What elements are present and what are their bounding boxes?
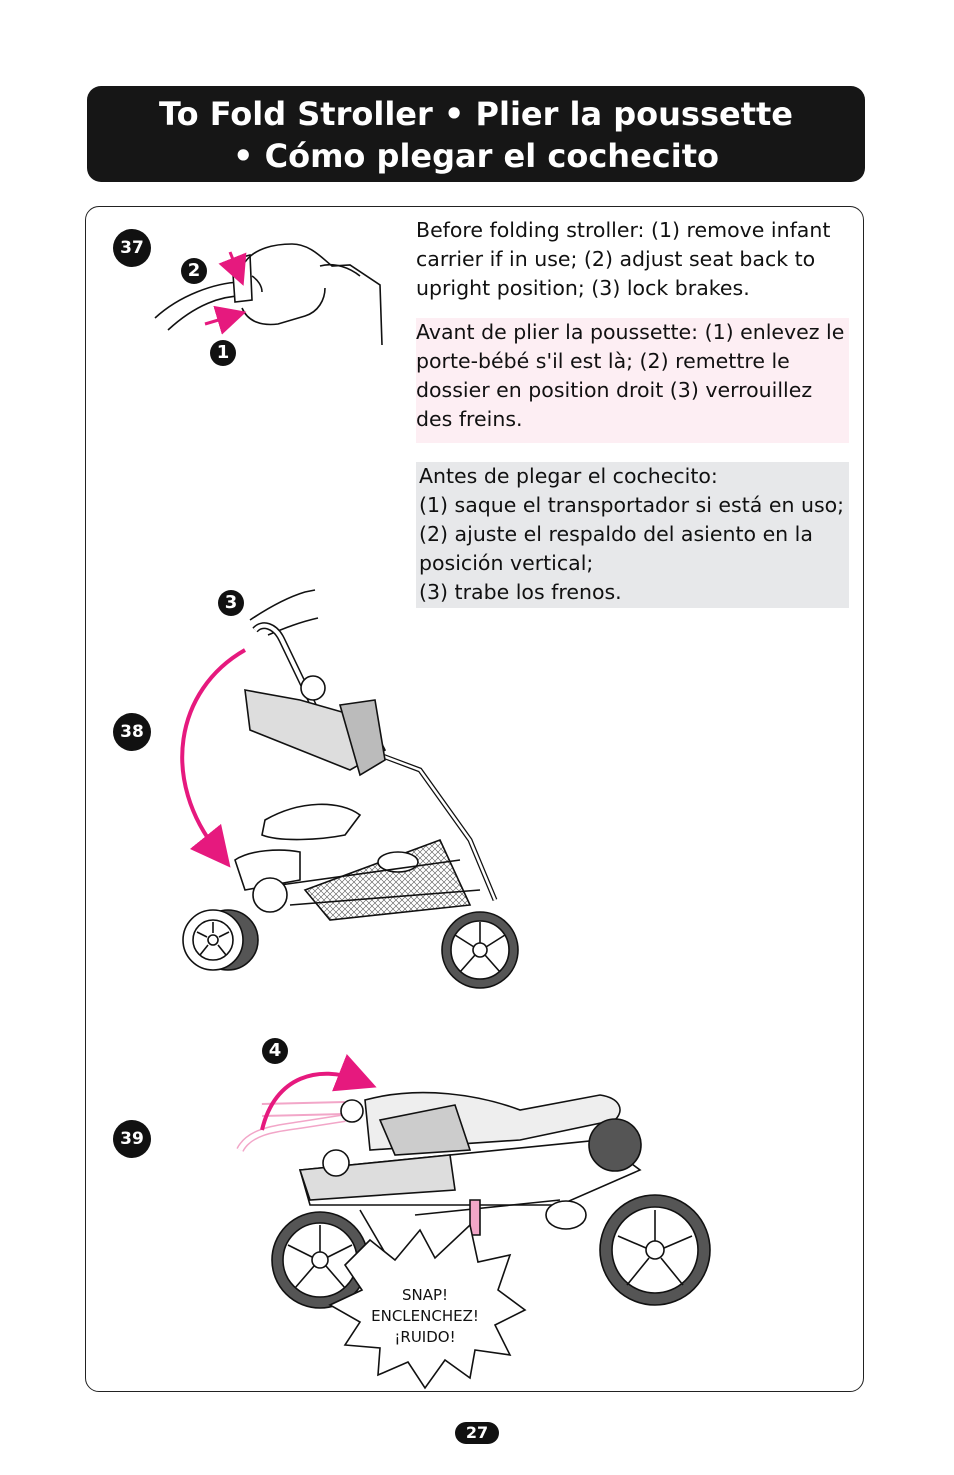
snap-line-1: SNAP! [401,1286,449,1304]
snap-starburst [328,1223,527,1390]
header-title-line1: To Fold Stroller • Plier la poussette [158,95,793,133]
spanish-body: (1) saque el transportador si está en us… [419,493,845,575]
snap-line-3: ¡RUIDO! [394,1328,456,1346]
figure-37-slide-arrow [218,251,247,286]
spanish-end: (3) trabe los frenos. [419,580,622,604]
figure-39-stroller-illustration [236,1091,642,1271]
french-instructions: Avant de plier la poussette: (1) enlevez… [416,318,849,443]
instructions-panel [85,206,864,1392]
page-header: To Fold Stroller • Plier la poussette • … [87,86,865,182]
snap-callout-text: SNAP! ENCLENCHEZ! ¡RUIDO! [345,1285,505,1348]
figure-38-fold-arrow [180,648,246,868]
callout-1: 1 [210,340,236,366]
figure-badge-39: 39 [113,1120,151,1158]
callout-4: 4 [262,1038,288,1064]
figure-39-wheels [271,1118,711,1309]
page-number: 27 [455,1422,499,1444]
callout-3: 3 [218,590,244,616]
callout-2: 2 [181,258,207,284]
figure-37-push-arrow [204,305,247,335]
figure-38-stroller-illustration [234,589,498,921]
figure-37-hand-illustration [154,243,383,346]
header-title-line2: • Cómo plegar el cochecito [233,137,719,175]
figure-badge-38: 38 [113,713,151,751]
english-instructions: Before folding stroller: (1) remove infa… [416,218,831,300]
spanish-instructions: Antes de plegar el cochecito: (1) saque … [416,462,849,608]
figure-39-rotate-arrow [260,1054,377,1131]
figure-38-wheels [182,877,519,989]
figure-badge-37: 37 [113,229,151,267]
snap-line-2: ENCLENCHEZ! [371,1307,479,1325]
spanish-intro: Antes de plegar el cochecito: [419,464,718,488]
